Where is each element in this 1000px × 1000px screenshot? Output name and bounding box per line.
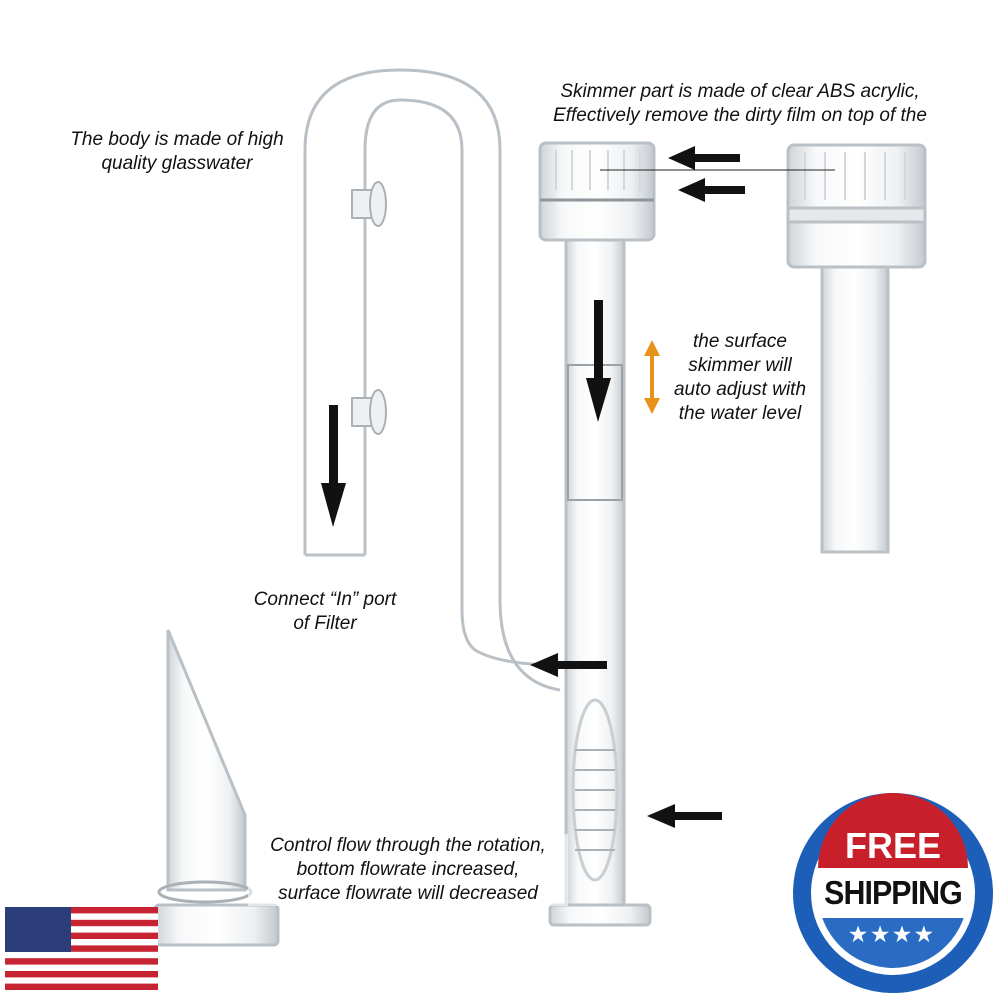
- arrow-down-icon: [586, 300, 611, 422]
- caption-line: The body is made of high: [70, 129, 284, 150]
- arrow-left-icon: [678, 178, 745, 202]
- suction-cup-upper: [351, 181, 387, 227]
- suction-cup-lower: [351, 389, 387, 435]
- arrow-left-icon: [647, 804, 722, 828]
- caption-connect-filter: Connect “In” port of Filter: [235, 588, 415, 636]
- caption-line: the surface: [693, 331, 787, 352]
- caption-skimmer-material: Skimmer part is made of clear ABS acryli…: [520, 80, 960, 128]
- arrow-left-icon: [668, 146, 740, 170]
- caption-line: surface flowrate will decreased: [278, 883, 538, 904]
- caption-control-flow: Control flow through the rotation, botto…: [248, 834, 568, 906]
- adjust-arrow-icon: [644, 340, 660, 414]
- flow-arrows: [321, 146, 745, 828]
- caption-surface-adjust: the surface skimmer will auto adjust wit…: [660, 330, 820, 426]
- caption-line: auto adjust with: [673, 379, 807, 400]
- caption-line: bottom flowrate increased,: [296, 859, 520, 880]
- arrow-down-icon: [321, 405, 346, 527]
- skimmer-assembly: [538, 141, 656, 927]
- caption-line: Connect “In” port: [253, 589, 397, 610]
- free-shipping-badge: [793, 793, 993, 993]
- angled-nozzle: [153, 629, 280, 947]
- badge-free: FREE: [844, 825, 941, 866]
- us-flag-icon: [5, 907, 158, 990]
- caption-line: of Filter: [293, 613, 357, 634]
- caption-body-material: The body is made of high quality glasswa…: [52, 128, 302, 176]
- caption-line: Skimmer part is made of clear ABS acryli…: [560, 81, 920, 102]
- glass-outflow-pipe: [303, 68, 561, 692]
- caption-line: quality glasswater: [101, 153, 253, 174]
- arrow-left-icon: [530, 653, 607, 677]
- badge-stars: ★★★★: [849, 924, 937, 946]
- caption-line: skimmer will: [688, 355, 792, 376]
- caption-line: Effectively remove the dirty film on top…: [553, 105, 927, 126]
- badge-shipping: SHIPPING: [824, 874, 963, 911]
- skimmer-detail: [786, 143, 927, 554]
- caption-line: the water level: [678, 403, 802, 424]
- caption-line: Control flow through the rotation,: [270, 835, 546, 856]
